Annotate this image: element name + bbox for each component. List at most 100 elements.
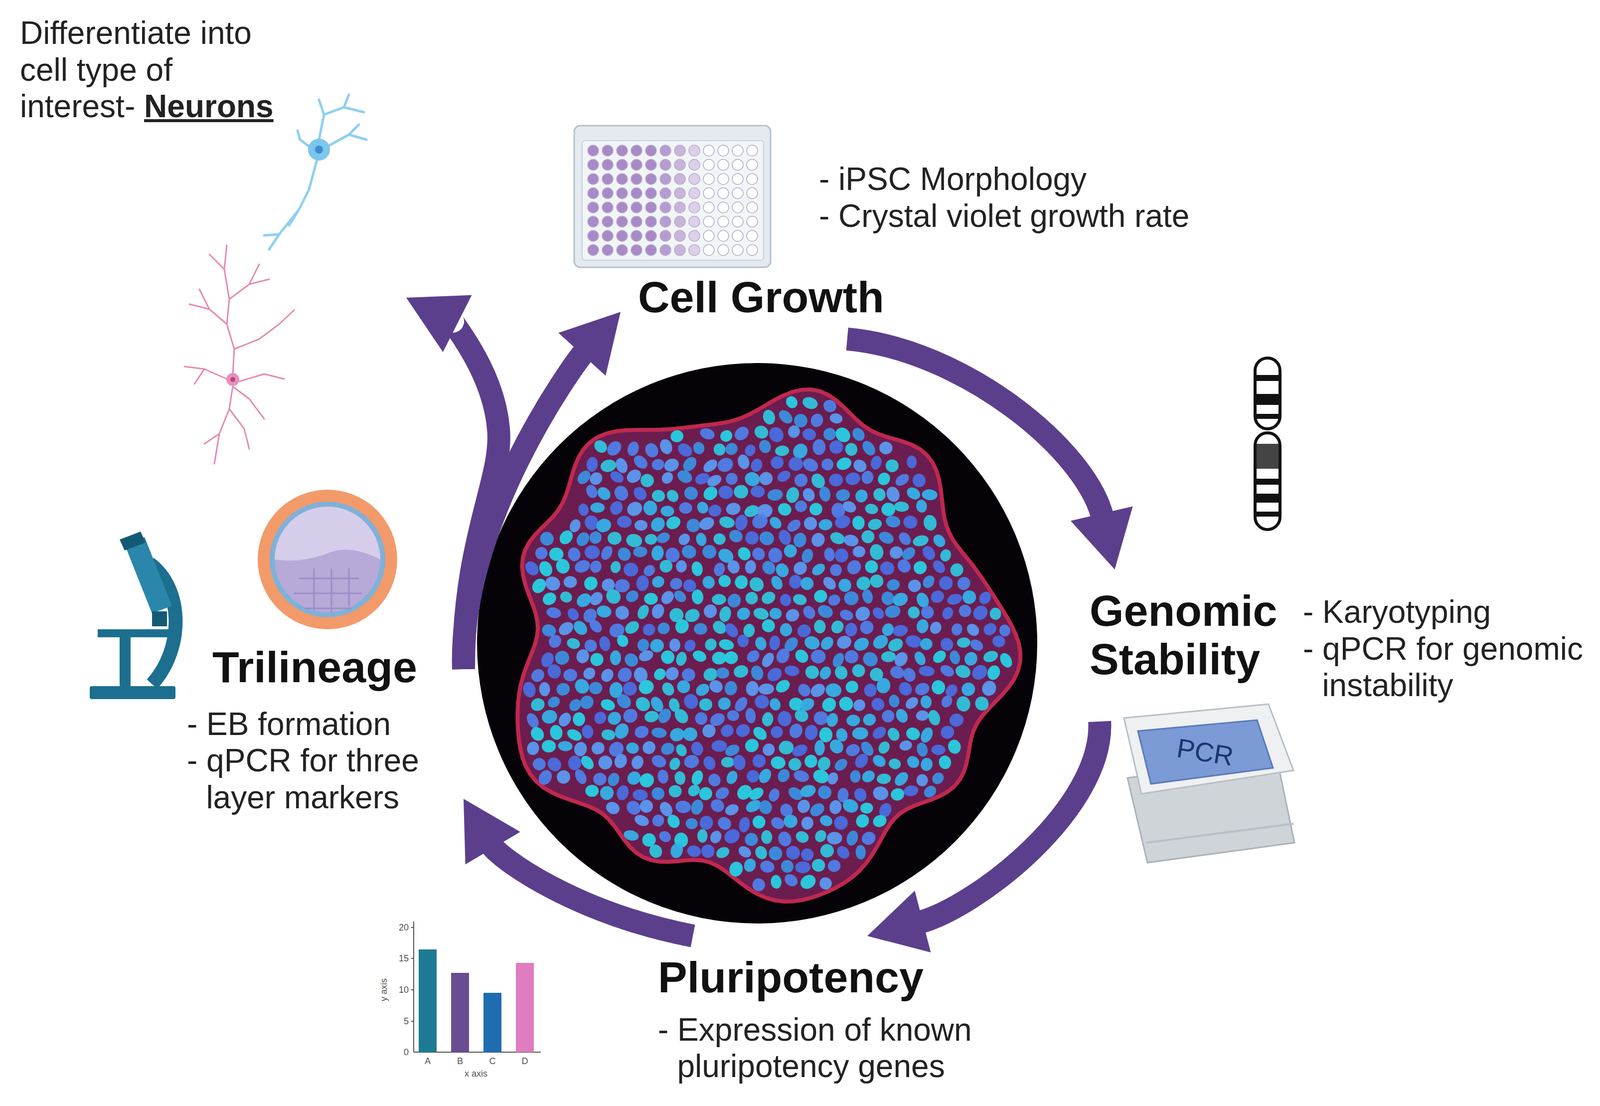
cell-nucleus	[893, 706, 910, 725]
plate-well	[616, 244, 628, 256]
cell-nucleus	[647, 514, 668, 535]
cell-nucleus	[528, 695, 547, 713]
cell-nucleus	[572, 740, 589, 758]
cell-nucleus	[884, 513, 902, 529]
cell-nucleus	[970, 602, 991, 623]
cell-nucleus	[834, 843, 852, 861]
cell-nucleus	[803, 663, 822, 681]
cell-nucleus	[817, 517, 834, 531]
well-plate	[574, 125, 771, 268]
tick	[411, 1020, 414, 1022]
screen-label: PCR	[1174, 733, 1236, 770]
plate-well	[616, 230, 628, 242]
cell-nucleus	[637, 648, 655, 663]
plate-well	[717, 216, 729, 228]
arrow-head	[406, 295, 473, 352]
plate-well	[659, 187, 671, 199]
cell-nucleus	[668, 785, 682, 798]
cell-nucleus	[736, 453, 752, 471]
cell-nucleus	[802, 515, 818, 532]
arrow-band	[452, 320, 499, 669]
cell-nucleus	[918, 603, 937, 621]
cell-nucleus	[635, 574, 650, 592]
cell-nucleus	[766, 786, 782, 803]
bullet-item: - Karyotyping	[1302, 593, 1593, 631]
cell-nucleus	[612, 751, 630, 770]
cell-nucleus	[876, 773, 892, 785]
cell-nucleus	[759, 650, 777, 669]
cell-nucleus	[630, 753, 645, 771]
microscope-tube	[124, 536, 172, 614]
cell-nucleus	[650, 457, 665, 472]
cell-nucleus	[538, 681, 551, 696]
cell-nucleus	[915, 618, 930, 635]
cell-nucleus	[782, 871, 800, 889]
cell-nucleus	[936, 573, 956, 593]
cell-nucleus	[701, 602, 719, 620]
cell-nucleus	[656, 828, 673, 844]
cell-nucleus	[981, 620, 999, 638]
plate-well	[732, 159, 744, 171]
cell-nucleus	[699, 542, 719, 561]
cell-nucleus	[938, 754, 953, 770]
plate-well	[674, 173, 686, 185]
cell-nucleus	[786, 423, 802, 440]
embryo-cavity	[274, 506, 381, 561]
cell-nucleus	[736, 843, 754, 860]
cell-nucleus	[798, 871, 819, 892]
cell-nucleus	[584, 545, 600, 560]
cell-nucleus	[524, 710, 541, 730]
cell-nucleus	[745, 680, 760, 696]
cell-nucleus	[609, 560, 622, 574]
cell-nucleus	[622, 618, 641, 637]
cell-nucleus	[893, 500, 910, 512]
cell-nucleus	[916, 773, 928, 787]
bar	[418, 949, 437, 1052]
cell-nucleus	[911, 533, 930, 548]
cell-nucleus	[884, 484, 902, 504]
cell-nucleus	[884, 457, 901, 474]
plate-well	[645, 216, 657, 228]
cell-nucleus	[778, 739, 795, 755]
cell-nucleus	[655, 620, 672, 636]
cell-nucleus	[589, 739, 607, 757]
cell-nucleus	[794, 499, 808, 513]
cell-nucleus	[593, 772, 607, 786]
embryo-outer	[257, 489, 398, 630]
cell-nucleus	[746, 574, 767, 595]
cell-nucleus	[638, 471, 656, 489]
plate-well	[616, 173, 628, 185]
cell-nucleus	[893, 471, 912, 488]
cell-nucleus	[843, 678, 861, 696]
cell-nucleus	[649, 573, 666, 590]
cell-nucleus	[766, 487, 784, 502]
tick-label: 10	[398, 984, 409, 994]
plate-well	[645, 173, 657, 185]
plate-well	[688, 244, 700, 256]
cell-nucleus	[650, 544, 665, 562]
bullet-list: - iPSC Morphology- Crystal violet growth…	[818, 160, 1190, 235]
cell-nucleus	[810, 649, 826, 664]
blue-neuron	[264, 94, 367, 250]
cell-nucleus	[693, 680, 712, 698]
cell-nucleus	[913, 680, 932, 697]
cell-nucleus	[948, 648, 962, 665]
cell-nucleus	[828, 439, 844, 454]
cell-nucleus	[612, 603, 632, 623]
cell-nucleus	[742, 735, 762, 755]
cell-nucleus	[557, 740, 574, 752]
cell-nucleus	[631, 452, 651, 472]
cell-nucleus	[757, 438, 773, 455]
cell-nucleus	[826, 736, 846, 757]
cell-nucleus	[832, 512, 852, 531]
cell-nucleus	[612, 483, 631, 503]
cell-nucleus	[731, 753, 747, 772]
cell-nucleus	[802, 634, 822, 651]
plate-well	[717, 244, 729, 256]
cell-nucleus	[779, 857, 796, 875]
plate-well	[587, 145, 599, 157]
cell-nucleus	[875, 676, 893, 695]
cell-nucleus	[799, 575, 816, 592]
cell-nucleus	[718, 427, 735, 444]
plate-well	[703, 159, 715, 171]
